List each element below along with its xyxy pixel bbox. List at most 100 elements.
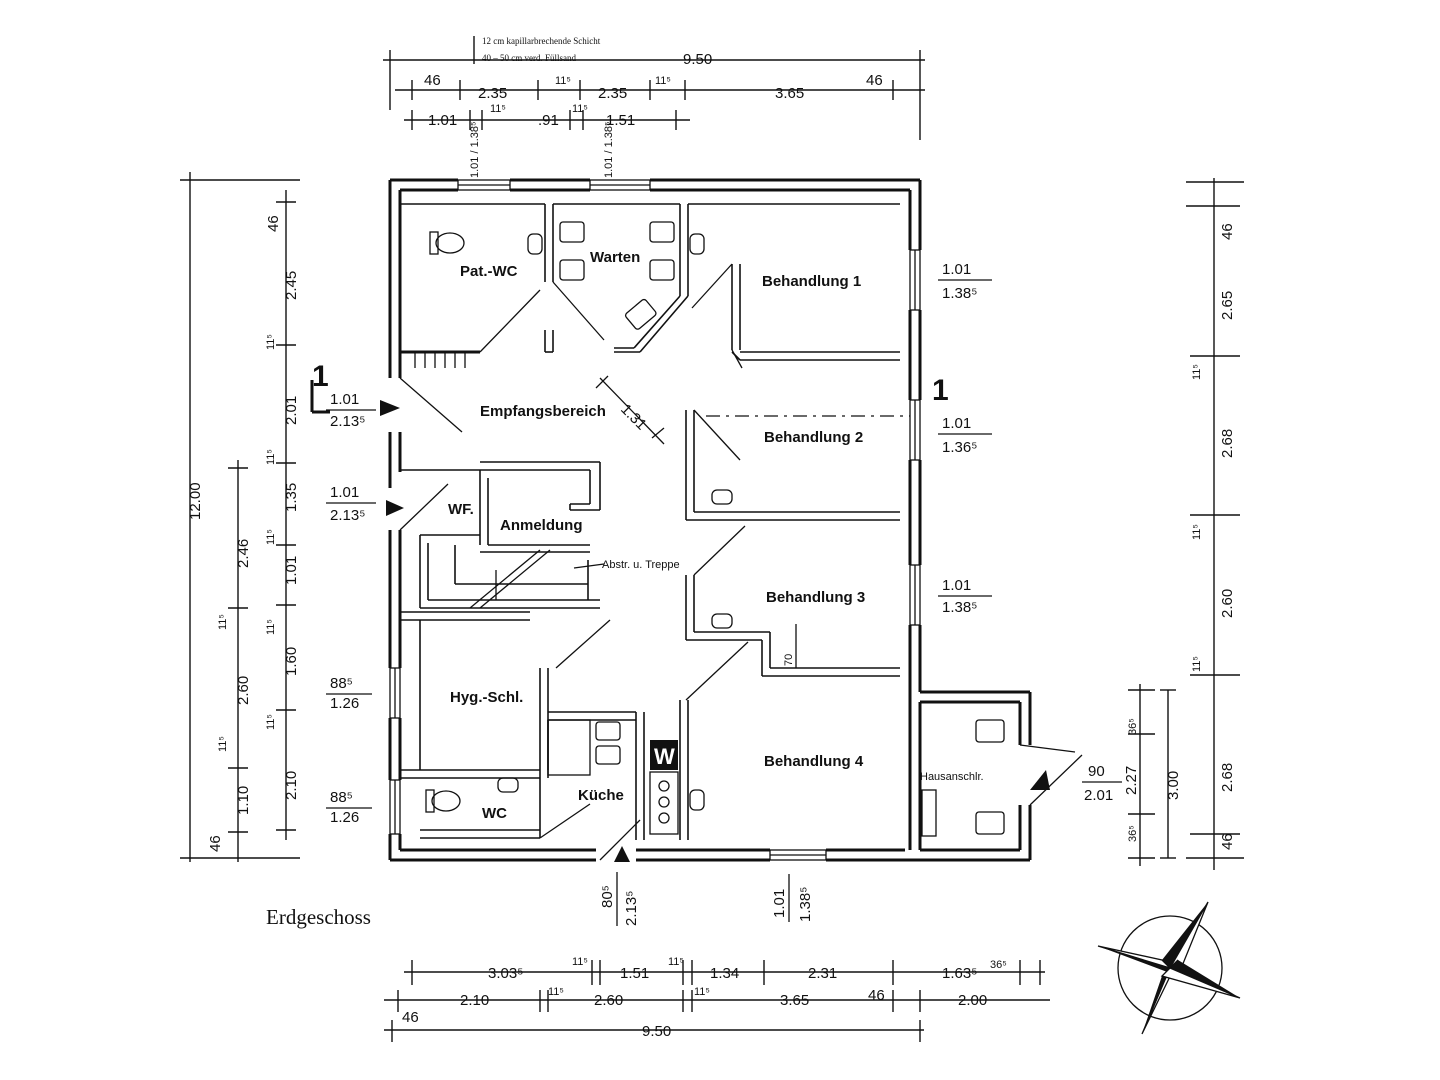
diag-door-line [599,377,665,445]
dim-top-r1-0: 46 [424,72,441,89]
wc-window-width: 88⁵ [330,789,353,806]
washbasin-icon [527,233,543,255]
dim-top-r1-6: 46 [866,72,883,89]
washbasin-icon [689,233,705,255]
dim-bottom-r1-4: 1.34 [710,965,739,982]
dim-bottom-r2-3: 11⁵ [694,986,710,998]
b1-window-width: 1.01 [942,261,971,278]
dimension-bottom: 3.03⁵ 11⁵ 1.51 11⁵ 1.34 2.31 1.63⁵ 36⁵ 2… [384,956,1050,1042]
dim-top-r2-3: 11⁵ [572,103,588,115]
chair-icon [595,745,621,765]
plan-caption: Erdgeschoss [266,905,371,929]
entry-arrow-icon [386,500,404,516]
kitchen-counter [547,719,591,776]
chair-icon [975,719,1005,743]
toilet-icon [425,789,461,813]
dim-left-4: 11⁵ [265,449,277,465]
dim-left-inner-0: 2.46 [235,539,252,568]
dim-bottom-r1-5: 2.31 [808,965,837,982]
stove-icon: W [649,740,679,835]
dim-left-12: 46 [207,835,224,852]
b2-window-width: 1.01 [942,415,971,432]
dim-top-overall: 9.50 [683,51,712,68]
dim-left-8: 11⁵ [265,619,277,635]
room-label-wc: WC [482,805,507,822]
dim-left-6: 11⁵ [265,529,277,545]
dim-left-2: 11⁵ [265,334,277,350]
annex-door-height: 2.01 [1084,787,1113,804]
dim-left-3: 2.01 [283,396,300,425]
dim-left-inner-3: 11⁵ [217,736,229,752]
dim-top-r1-2: 11⁵ [555,75,571,87]
dim-right-6: 11⁵ [1191,656,1203,672]
entry-arrow-icon [380,400,400,416]
b1-window-height: 1.38⁵ [942,285,977,302]
chair-icon [975,811,1005,835]
dim-left-1: 2.45 [283,271,300,300]
dim-right-inner-1: 2.27 [1123,766,1140,795]
wc-window-height: 1.26 [330,809,359,826]
dim-right-5: 2.60 [1219,589,1236,618]
entry-2-width: 1.01 [330,484,359,501]
bottom-door-width: 80⁵ [599,885,616,908]
dim-right-8: 46 [1219,833,1236,850]
dim-bottom-r2-6: 2.00 [958,992,987,1009]
entry-2-height: 2.13⁵ [330,507,365,524]
dim-bottom-r1-6: 1.63⁵ [942,965,977,982]
dim-bottom-r2-1: 11⁵ [548,986,564,998]
dim-top-r1-4: 11⁵ [655,75,671,87]
dim-top-window-1: 1.01 / 1.38⁵ [469,121,481,178]
room-label-hausanschl: Hausanschlr. [920,771,984,783]
compass-rose-icon [1097,901,1241,1035]
dim-left-5: 1.35 [283,483,300,512]
dim-left-overall: 12.00 [187,482,204,520]
dimension-top: 9.50 46 2.35 11⁵ 2.35 11⁵ 3.65 46 1.01 1… [383,50,925,178]
annex-door-width: 90 [1088,763,1105,780]
utility-panel [921,789,937,837]
top-note-1: 12 cm kapillarbrechende Schicht [482,36,601,46]
dim-right-1: 2.65 [1219,291,1236,320]
b3-window-height: 1.38⁵ [942,599,977,616]
windows [389,179,921,861]
section-marker-right: 1 [932,374,949,407]
washbasin-icon [689,789,705,811]
dim-top-window-2: 1.01 / 1.38⁵ [603,121,615,178]
dimension-right: 46 2.65 11⁵ 2.68 11⁵ 2.60 11⁵ 2.68 46 36… [1123,178,1244,870]
dim-bottom-r1-0: 3.03⁵ [488,965,523,982]
dim-bottom-overall: 9.50 [642,1023,671,1040]
b2-window-height: 1.36⁵ [942,439,977,456]
dim-left-10: 11⁵ [265,714,277,730]
b3-offset-dim: 70 [783,654,795,666]
room-label-behandlung-1: Behandlung 1 [762,273,861,290]
room-label-behandlung-3: Behandlung 3 [766,589,865,606]
toilet-icon [429,231,465,255]
b3-window-width: 1.01 [942,577,971,594]
diag-door-tick-2 [651,427,665,439]
dim-top-r1-5: 3.65 [775,85,804,102]
room-label-abstr-treppe: Abstr. u. Treppe [602,559,680,571]
dim-top-r2-0: 1.01 [428,112,457,129]
dim-bottom-r1-3: 11⁵ [668,956,684,968]
room-label-empfangsbereich: Empfangsbereich [480,403,606,420]
dim-right-0: 46 [1219,223,1236,240]
dim-left-0: 46 [265,215,282,232]
washbasin-icon [711,613,733,629]
entry-arrow-icon [1030,770,1050,790]
dim-left-7: 1.01 [283,556,300,585]
room-label-hyg-schl: Hyg.-Schl. [450,689,523,706]
dim-top-r2-1: 11⁵ [490,103,506,115]
washbasin-icon [711,489,733,505]
dim-left-inner-4: 1.10 [235,786,252,815]
entry-arrow-icon [614,846,630,862]
room-label-wf: WF. [448,501,474,518]
section-marker-left: 1 [312,360,329,393]
washbasin-icon [497,777,519,793]
svg-text:W: W [654,744,675,769]
room-label-warten: Warten [590,249,640,266]
hyg-window-width: 88⁵ [330,675,353,692]
bottom-door-height: 2.13⁵ [623,891,640,926]
chair-icon [595,721,621,741]
room-label-behandlung-4: Behandlung 4 [764,753,864,770]
dim-bottom-r1-1: 11⁵ [572,956,588,968]
room-label-kueche: Küche [578,787,624,804]
